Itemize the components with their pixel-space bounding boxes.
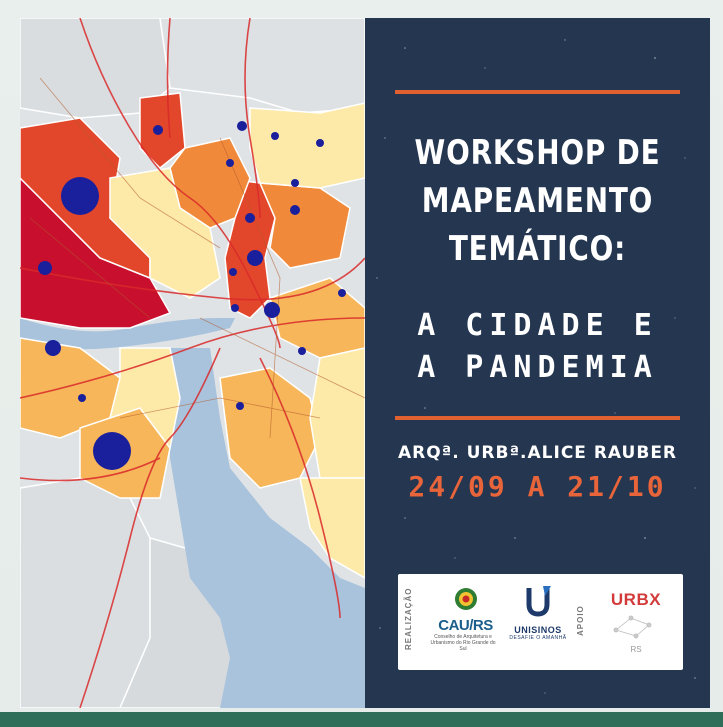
title-line-2: MAPEAMENTO	[421, 181, 654, 221]
bottom-border	[0, 712, 723, 727]
sponsors-box: REALIZAÇÃO CAU/RS Conselho de Arquitetur…	[398, 574, 683, 670]
info-panel: WORKSHOP DE MAPEAMENTO TEMÁTICO: A CIDAD…	[365, 18, 710, 708]
starfield-decoration	[376, 39, 696, 694]
title-line-1: WORKSHOP DE	[414, 133, 661, 173]
unisinos-u-icon	[526, 586, 551, 617]
cau-rs-logo: CAU/RS Conselho de Arquitetura e Urbanis…	[428, 586, 503, 652]
subtitle-line-2: A PANDEMIA	[417, 350, 658, 385]
urbx-name: URBX	[610, 590, 662, 609]
urbx-subtitle: RS	[630, 645, 642, 654]
cau-rs-name: CAU/RS	[438, 617, 493, 634]
thematic-map-illustration	[20, 18, 365, 708]
unisinos-logo: UNISINOS DESAFIE O AMANHÃ	[508, 584, 568, 641]
realizacao-label: REALIZAÇÃO	[404, 587, 413, 650]
coat-of-arms-icon	[454, 588, 477, 610]
poster-card: WORKSHOP DE MAPEAMENTO TEMÁTICO: A CIDAD…	[20, 18, 710, 708]
unisinos-name: UNISINOS	[514, 625, 562, 635]
apoio-label: APOIO	[576, 605, 585, 636]
subtitle-line-1: A CIDADE E	[417, 308, 658, 343]
cau-rs-subtitle: Conselho de Arquitetura e Urbanismo do R…	[430, 634, 496, 652]
unisinos-tagline: DESAFIE O AMANHÃ	[509, 635, 567, 641]
urbx-network-icon	[613, 615, 652, 639]
top-accent-rule	[395, 90, 680, 94]
title-line-3: TEMÁTICO:	[448, 229, 627, 269]
author-name: ARQª. URBª.ALICE RAUBER	[397, 443, 678, 463]
urbx-logo: URBX RS	[596, 590, 676, 654]
middle-accent-rule	[395, 416, 680, 420]
event-dates: 24/09 A 21/10	[408, 470, 667, 503]
